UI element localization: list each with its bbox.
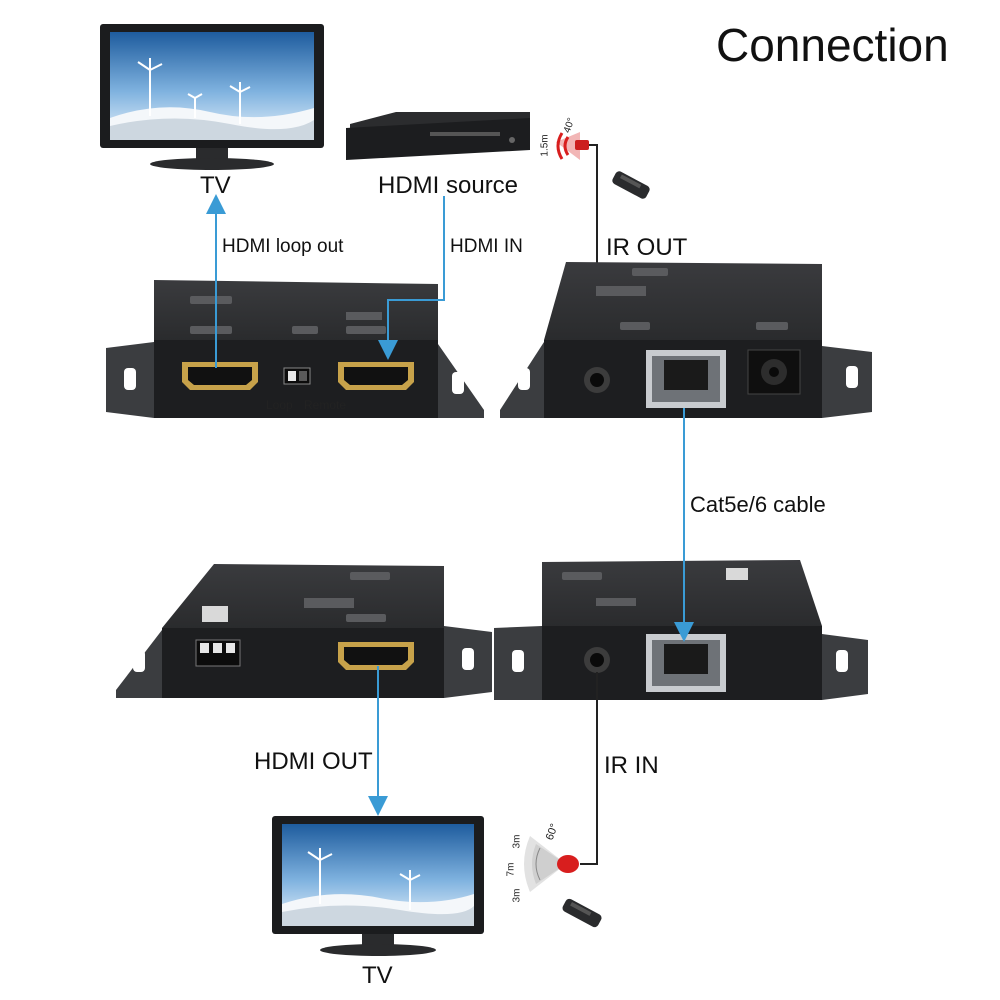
tv-top-label: TV	[200, 172, 231, 199]
ir-bottom-7m: 7m	[505, 862, 517, 877]
remote-top	[612, 171, 650, 199]
receiver-front	[116, 564, 492, 698]
hdmi-in-label: HDMI IN	[450, 236, 523, 257]
transmitter-back	[500, 262, 872, 418]
tv-bottom-label: TV	[362, 962, 393, 989]
ir-bottom-3m-b: 3m	[511, 888, 523, 903]
hdmi-source-device	[346, 112, 530, 160]
tv-bottom	[272, 816, 484, 956]
hdmi-out-label: HDMI OUT	[254, 748, 373, 775]
hdmi-source-label: HDMI source	[378, 172, 519, 199]
switch-loop-label: Loop	[266, 398, 293, 412]
hdmi-in-arrow	[378, 196, 445, 360]
page-title: Connection	[716, 19, 949, 71]
hdmi-loop-out-label: HDMI loop out	[222, 236, 344, 257]
cat-cable-label: Cat5e/6 cable	[690, 492, 826, 517]
remote-bottom	[562, 898, 602, 928]
ir-in-cable	[580, 672, 598, 865]
ir-in-label: IR IN	[604, 752, 659, 779]
ir-receiver-bottom	[524, 836, 579, 892]
ir-out-label: IR OUT	[606, 234, 688, 261]
ir-bottom-3m-a: 3m	[511, 834, 523, 849]
receiver-back	[494, 560, 868, 700]
ir-emitter-top	[556, 132, 598, 160]
tv-top	[100, 24, 324, 170]
ir-top-range: 1.5m	[539, 134, 551, 157]
transmitter-front	[106, 280, 484, 418]
switch-remote-label: Remote	[304, 398, 347, 412]
